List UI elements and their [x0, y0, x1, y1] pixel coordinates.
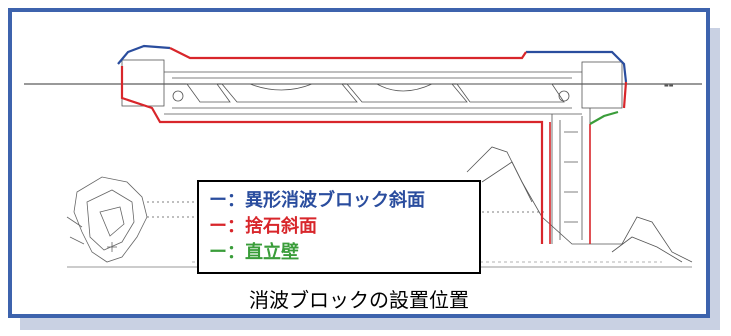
legend-item-rubble: ー：捨石斜面 — [209, 214, 479, 240]
legend-label: 捨石斜面 — [245, 216, 317, 237]
armor-slope-left — [117, 44, 171, 65]
legend-label: 異形消波ブロック斜面 — [245, 190, 425, 211]
vertical-wall — [589, 110, 619, 125]
legend-separator: ： — [227, 216, 245, 237]
reference-line-mark: ▬▬ — [664, 83, 674, 89]
figure-caption: 消波ブロックの設置位置 — [249, 288, 469, 312]
rubble-slope-right — [622, 81, 628, 109]
rubble-slope-arm — [549, 122, 591, 244]
legend-item-vertical-wall: ー：直立壁 — [209, 240, 479, 266]
legend-box: ー：異形消波ブロック斜面 ー：捨石斜面 ー：直立壁 — [197, 180, 481, 274]
legend-separator: ： — [227, 242, 245, 263]
legend-dash: ー — [209, 242, 227, 263]
legend-dash: ー — [209, 190, 227, 211]
breakwater-outer — [164, 71, 582, 115]
rubble-slope — [120, 66, 544, 244]
right-end-block — [581, 61, 623, 109]
armor-slope-right — [526, 50, 628, 83]
figure-frame: ▬▬ — [8, 8, 710, 318]
breakwater-chambers — [172, 83, 570, 103]
legend-item-armor-blocks: ー：異形消波ブロック斜面 — [209, 188, 479, 214]
legend-label: 直立壁 — [245, 242, 299, 263]
legend-separator: ： — [227, 190, 245, 211]
vertical-arm — [551, 108, 591, 244]
rubble-slope-top — [169, 47, 527, 60]
left-structure — [66, 176, 148, 263]
legend-dash: ー — [209, 216, 227, 237]
ground-profile — [466, 146, 693, 263]
